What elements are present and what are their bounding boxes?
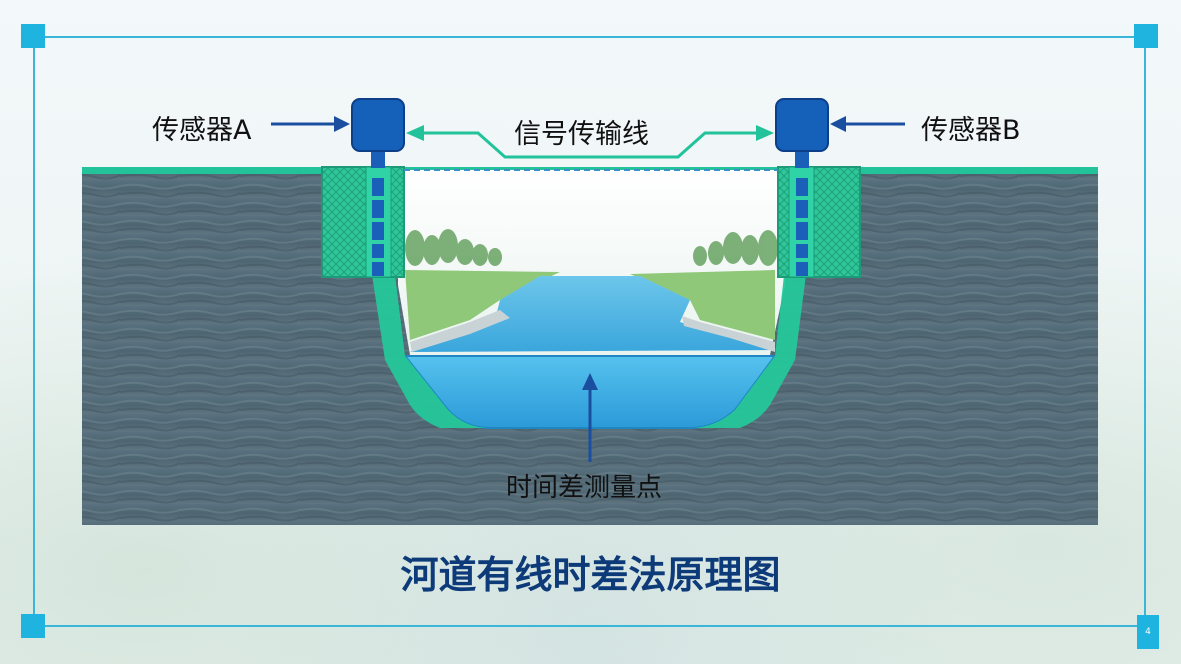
sensor-a-label: 传感器A — [152, 115, 252, 146]
right-bank — [630, 270, 775, 340]
left-mount — [321, 166, 405, 278]
measurement-arrow — [582, 373, 598, 462]
left-riprap — [410, 310, 510, 352]
right-riprap — [682, 316, 775, 352]
slide-frame — [33, 36, 1146, 627]
left-probe-rungs — [372, 196, 384, 262]
frame-corner-bottom-left — [21, 614, 45, 638]
trees-right — [693, 230, 778, 266]
sensor-b-label: 传感器B — [921, 115, 1021, 146]
signal-line-label: 信号传输线 — [514, 119, 649, 150]
channel-opening — [398, 170, 785, 355]
trees-left — [405, 229, 502, 266]
left-channel-wall — [372, 275, 490, 428]
sensor-b-icon — [775, 98, 829, 168]
river-surface — [410, 276, 775, 352]
measurement-point-label: 时间差测量点 — [506, 473, 663, 503]
right-probe-rungs — [796, 196, 808, 262]
right-channel-wall — [690, 275, 806, 428]
page-title: 河道有线时差法原理图 — [400, 553, 781, 597]
signal-line — [422, 131, 760, 159]
frame-corner-top-left — [21, 24, 45, 48]
arrow-to-sensor-b — [830, 116, 905, 132]
sensor-a-icon — [351, 98, 405, 168]
left-probe — [372, 178, 384, 276]
arrow-to-sensor-a — [271, 116, 350, 132]
right-probe — [796, 178, 808, 276]
page-number: 4 — [1137, 615, 1159, 649]
signal-arrow-right — [756, 125, 774, 141]
signal-arrow-left — [406, 125, 424, 141]
frame-corner-top-right — [1134, 24, 1158, 48]
